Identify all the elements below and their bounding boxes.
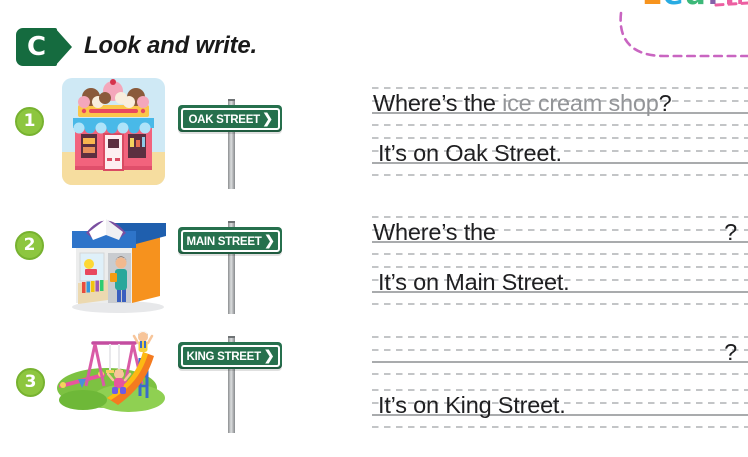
street-sign-label: KING STREET: [186, 348, 262, 363]
section-badge-label: C: [26, 32, 47, 62]
answer-text: It’s on Main Street.: [378, 269, 570, 295]
learn-letter: r: [708, 0, 725, 9]
question-prefix: Where’s the: [373, 219, 496, 245]
arrow-right-icon: ❯: [263, 347, 275, 363]
item-number-3: 3: [16, 368, 45, 397]
question-write-line-3[interactable]: ?: [372, 336, 748, 376]
item-number-2: 2: [15, 231, 44, 260]
guide-line-dashed: [372, 124, 748, 126]
section-badge-shape: [16, 28, 57, 66]
guide-line-dashed: [372, 266, 748, 268]
sign-pole: [228, 99, 235, 189]
question-prefix: Where’s the: [373, 90, 503, 116]
question-text: Where’s the ice cream shop?: [373, 90, 672, 116]
arrow-right-icon: ❯: [262, 110, 274, 126]
guide-line-dashed: [372, 137, 748, 139]
playground-image: [57, 331, 165, 412]
item-number-1: 1: [15, 107, 44, 136]
arrow-right-icon: ❯: [264, 232, 275, 248]
sign-pole: [228, 221, 235, 314]
guide-line-dashed: [372, 348, 748, 351]
sign-pole: [228, 336, 235, 433]
street-sign-frame: KING STREET ❯: [180, 344, 280, 367]
answer-line-1: It’s on Oak Street.: [372, 137, 748, 177]
guide-line-solid: [372, 361, 748, 363]
guide-line-solid: [372, 162, 748, 164]
answer-line-2: It’s on Main Street.: [372, 266, 748, 306]
question-mark: ?: [724, 219, 737, 245]
guide-line-dashed: [372, 87, 748, 89]
learn-letter: L: [642, 0, 663, 9]
bookshop-image: [72, 219, 166, 313]
street-sign-label: OAK STREET: [188, 111, 260, 126]
section-badge: C: [16, 28, 74, 66]
learn-badge-text-cutoff: Learn!: [642, 0, 742, 9]
street-sign-label: MAIN STREET: [186, 233, 262, 248]
guide-line-dashed: [372, 228, 748, 231]
guide-line-dashed: [372, 373, 748, 375]
guide-line-dashed: [372, 401, 748, 404]
learn-letter: a: [685, 0, 707, 9]
question-mark: ?: [658, 90, 672, 116]
page-title: Look and write.: [84, 32, 258, 59]
answer-line-3: It’s on King Street.: [372, 389, 748, 429]
street-sign-main: MAIN STREET ❯: [178, 227, 282, 254]
street-sign-king: KING STREET ❯: [178, 342, 282, 369]
learn-badge: Learn!: [598, 0, 748, 62]
street-sign-frame: OAK STREET ❯: [180, 107, 280, 130]
learn-letter: e: [663, 0, 685, 9]
ice-cream-shop-illustration: [62, 78, 165, 185]
street-sign-oak: OAK STREET ❯: [178, 105, 282, 132]
sample-answer: ice cream shop: [502, 90, 659, 116]
guide-line-dashed: [372, 303, 748, 305]
guide-line-solid: [372, 112, 748, 114]
guide-line-dashed: [372, 426, 748, 428]
guide-line-solid: [372, 291, 748, 293]
question-line-1: Where’s the ice cream shop?: [372, 87, 748, 127]
learn-letter: n: [725, 0, 742, 9]
playground-illustration: [55, 328, 167, 418]
guide-line-dashed: [372, 149, 748, 152]
answer-text: It’s on King Street.: [378, 392, 566, 418]
ice-cream-shop-image: [62, 78, 165, 185]
guide-line-solid: [372, 414, 748, 416]
guide-line-dashed: [372, 99, 748, 102]
bookshop-illustration: [60, 203, 170, 315]
guide-line-dashed: [372, 389, 748, 391]
answer-text: It’s on Oak Street.: [378, 140, 562, 166]
guide-line-dashed: [372, 336, 748, 338]
guide-line-solid: [372, 241, 748, 243]
question-write-line-2[interactable]: Where’s the ?: [372, 216, 748, 256]
question-mark: ?: [724, 339, 737, 365]
guide-line-dashed: [372, 216, 748, 218]
section-badge-point: [55, 28, 72, 66]
guide-line-dashed: [372, 253, 748, 255]
guide-line-dashed: [372, 278, 748, 281]
learn-badge-dashed-border: [619, 1, 748, 58]
guide-line-dashed: [372, 174, 748, 176]
street-sign-frame: MAIN STREET ❯: [180, 229, 280, 252]
